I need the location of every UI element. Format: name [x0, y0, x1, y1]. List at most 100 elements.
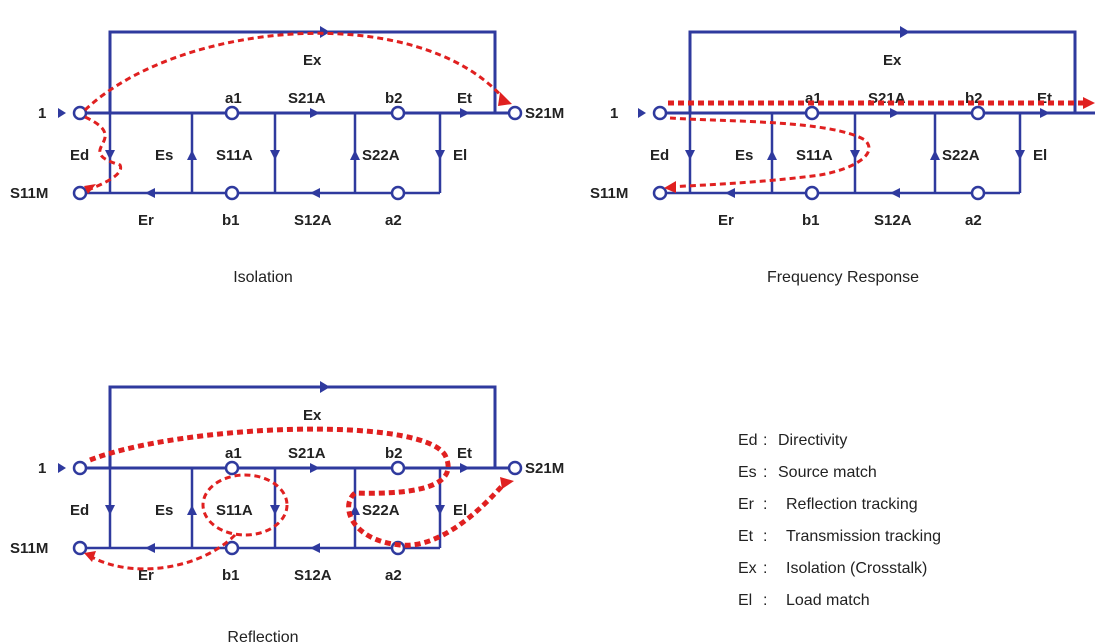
- input-arrow: [58, 463, 66, 473]
- legend-desc: Source match: [778, 464, 877, 481]
- directivity-path-arrow: [84, 184, 96, 194]
- s22a-arrow: [930, 150, 940, 160]
- legend: Ed : Directivity Es : Source match Er : …: [738, 432, 941, 609]
- node-s11m: [72, 185, 88, 201]
- label-ex: Ex: [303, 407, 322, 424]
- node-a2: [970, 185, 986, 201]
- ex-branch: [108, 30, 497, 113]
- label-ex: Ex: [303, 52, 322, 69]
- label-s11a: S11A: [796, 147, 833, 164]
- legend-term: El: [738, 592, 752, 609]
- label-et: Et: [457, 445, 472, 462]
- label-el: El: [453, 147, 467, 164]
- diagram-frequency-response: 1 Ex a1 S21A b2 Et Ed Es S11A S22A El S1…: [590, 26, 1095, 286]
- transmission-path-arrow: [1083, 97, 1095, 109]
- label-s22a: S22A: [942, 147, 980, 164]
- legend-sep: :: [763, 496, 767, 513]
- el-arrow: [1015, 150, 1025, 160]
- label-b1: b1: [222, 212, 240, 229]
- isolation-path-arrow: [498, 92, 512, 106]
- node-a1: [224, 105, 240, 121]
- label-ed: Ed: [70, 147, 89, 164]
- legend-desc: Reflection tracking: [786, 496, 918, 513]
- label-a2: a2: [385, 567, 402, 584]
- label-es: Es: [155, 147, 173, 164]
- ex-arrow: [320, 26, 330, 38]
- label-b2: b2: [385, 90, 403, 107]
- caption-frequency-response: Frequency Response: [767, 269, 919, 286]
- label-a1: a1: [225, 445, 242, 462]
- ed-arrow: [105, 505, 115, 515]
- label-ex: Ex: [883, 52, 902, 69]
- ed-arrow: [685, 150, 695, 160]
- legend-term: Es: [738, 464, 757, 481]
- node-a1: [224, 460, 240, 476]
- legend-desc: Directivity: [778, 432, 847, 449]
- s11a-arrow: [270, 505, 280, 515]
- label-s12a: S12A: [294, 212, 332, 229]
- legend-desc: Isolation (Crosstalk): [786, 560, 927, 577]
- ex-arrow: [320, 381, 330, 393]
- legend-desc: Transmission tracking: [786, 528, 941, 545]
- ex-branch: [108, 385, 497, 468]
- s12a-arrow: [890, 188, 900, 198]
- ed-arrow: [105, 150, 115, 160]
- label-s22a: S22A: [362, 502, 400, 519]
- caption-isolation: Isolation: [233, 269, 293, 286]
- label-s21a: S21A: [868, 90, 906, 107]
- legend-item-et: Et : Transmission tracking: [738, 528, 941, 545]
- legend-term: Et: [738, 528, 754, 545]
- node-b1: [224, 185, 240, 201]
- reflection-return-arrow: [84, 551, 96, 562]
- load-match-path: [89, 426, 507, 548]
- source-match-loop: [201, 473, 289, 537]
- el-arrow: [435, 505, 445, 515]
- legend-sep: :: [763, 592, 767, 609]
- label-b1: b1: [222, 567, 240, 584]
- label-a2: a2: [385, 212, 402, 229]
- reflection-loop-arrow: [664, 181, 676, 193]
- node-a2: [390, 185, 406, 201]
- load-match-arrow: [500, 477, 514, 489]
- s12a-arrow: [310, 543, 320, 553]
- legend-term: Er: [738, 496, 755, 513]
- node-b1: [224, 540, 240, 556]
- input-arrow: [638, 108, 646, 118]
- node-s11m: [652, 185, 668, 201]
- node-b1: [804, 185, 820, 201]
- er-arrow: [145, 188, 155, 198]
- legend-term: Ex: [738, 560, 757, 577]
- label-input: 1: [610, 105, 618, 122]
- legend-item-el: El : Load match: [738, 592, 870, 609]
- label-s12a: S12A: [874, 212, 912, 229]
- legend-term: Ed: [738, 432, 758, 449]
- label-s11a: S11A: [216, 147, 253, 164]
- et-arrow: [1040, 108, 1050, 118]
- node-input: [652, 105, 668, 121]
- label-s22a: S22A: [362, 147, 400, 164]
- label-el: El: [1033, 147, 1047, 164]
- label-b2: b2: [385, 445, 403, 462]
- node-input: [72, 105, 88, 121]
- er-arrow: [725, 188, 735, 198]
- s11a-arrow: [850, 150, 860, 160]
- label-s11m: S11M: [590, 185, 628, 202]
- node-b2: [390, 460, 406, 476]
- node-s11m: [72, 540, 88, 556]
- legend-item-er: Er : Reflection tracking: [738, 496, 918, 513]
- label-es: Es: [735, 147, 753, 164]
- label-er: Er: [138, 212, 154, 229]
- directivity-path: [84, 115, 123, 192]
- label-er: Er: [138, 567, 154, 584]
- label-es: Es: [155, 502, 173, 519]
- label-et: Et: [457, 90, 472, 107]
- s22a-arrow: [350, 505, 360, 515]
- legend-item-es: Es : Source match: [738, 464, 877, 481]
- legend-desc: Load match: [786, 592, 870, 609]
- s21a-arrow: [310, 463, 320, 473]
- s12a-arrow: [310, 188, 320, 198]
- node-s21m: [507, 460, 523, 476]
- ex-branch: [688, 30, 1077, 113]
- s11a-arrow: [270, 150, 280, 160]
